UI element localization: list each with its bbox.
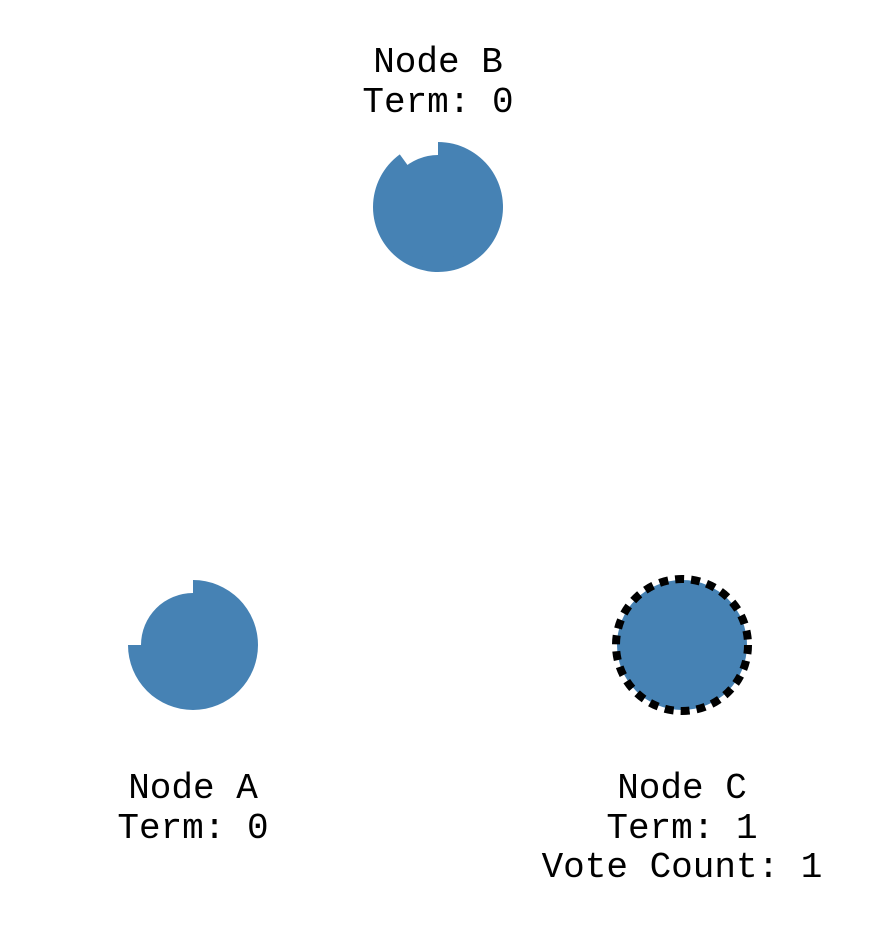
node-c-candidate-ring: [612, 575, 752, 715]
node-b-circle[interactable]: [386, 155, 490, 259]
node-c-circle[interactable]: [617, 580, 747, 710]
node-a-name: Node A: [128, 768, 258, 809]
node-c-name: Node C: [617, 768, 747, 809]
node-c-vote-count: Vote Count: 1: [542, 847, 823, 888]
node-b[interactable]: Node B Term: 0: [362, 42, 514, 272]
node-a[interactable]: Node A Term: 0: [117, 580, 269, 849]
node-a-circle[interactable]: [141, 593, 245, 697]
node-c[interactable]: Node C Term: 1 Vote Count: 1: [542, 575, 823, 888]
node-b-term: Term: 0: [362, 82, 513, 123]
node-c-term: Term: 1: [606, 808, 757, 849]
node-b-name: Node B: [373, 42, 503, 83]
node-a-term: Term: 0: [117, 808, 268, 849]
